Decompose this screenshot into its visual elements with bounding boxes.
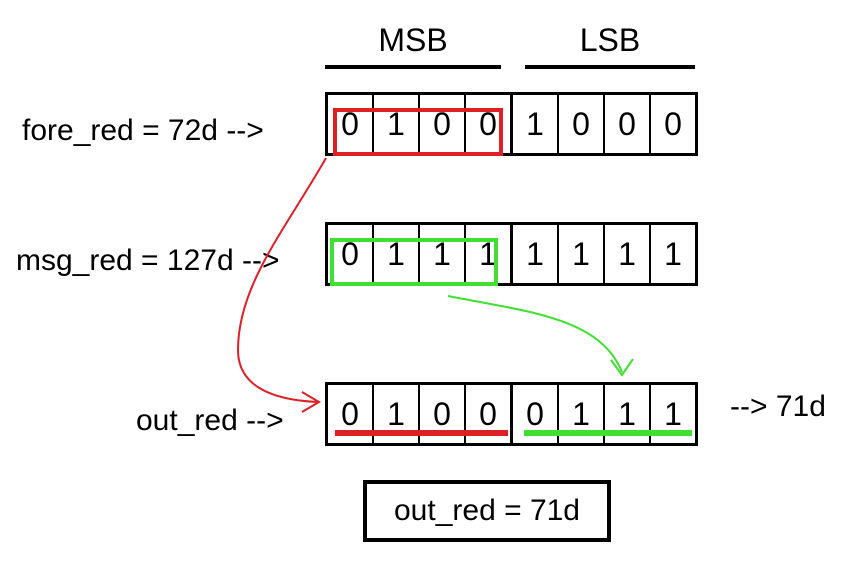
bit-cell: 1 <box>374 225 420 283</box>
lsb-bracket-line <box>525 65 695 69</box>
bit-cell: 1 <box>513 95 559 153</box>
bit-cell: 0 <box>466 385 513 443</box>
msg-red-msb-highlight <box>330 238 498 286</box>
bit-cell: 1 <box>374 385 420 443</box>
bit-cell: 1 <box>513 225 559 283</box>
result-box: out_red = 71d <box>363 480 611 542</box>
bit-cell: 0 <box>559 95 605 153</box>
bit-cell: 0 <box>328 95 374 153</box>
out-red-result-text: --> 71d <box>730 390 826 423</box>
out-red-label: out_red --> <box>136 404 284 437</box>
msg-red-register: 0 1 1 1 1 1 1 1 <box>325 222 698 286</box>
bit-cell: 1 <box>664 395 682 432</box>
bit-cell: 1 <box>466 225 513 283</box>
red-flow-arrow <box>236 157 327 403</box>
red-arrowhead <box>301 391 321 413</box>
bit-cell: 1 <box>374 95 420 153</box>
fore-red-register: 0 1 0 0 1 0 0 0 <box>325 92 698 156</box>
fore-red-msb-highlight <box>333 108 503 156</box>
out-red-register: 0 1 0 0 0 1 1 1 <box>325 382 698 446</box>
bit-cell: 0 <box>328 225 374 283</box>
bit-cell: 1 <box>559 385 605 443</box>
bit-cell: 0 <box>328 385 374 443</box>
out-red-msb-underline <box>335 430 508 436</box>
bit-cell: 1 <box>605 225 651 283</box>
fore-red-label: fore_red = 72d --> <box>22 114 264 147</box>
bit-cell: 0 <box>664 105 682 142</box>
msb-header: MSB <box>378 22 448 58</box>
bit-cell: 1 <box>420 225 466 283</box>
msg-red-label: msg_red = 127d --> <box>16 244 280 277</box>
bit-cell: 1 <box>559 225 605 283</box>
green-flow-arrow <box>447 295 623 373</box>
bit-cell: 0 <box>513 385 559 443</box>
bit-cell: 0 <box>605 95 651 153</box>
bit-cell: 1 <box>664 235 682 272</box>
bit-cell: 0 <box>420 95 466 153</box>
out-red-lsb-underline <box>524 430 692 436</box>
green-arrowhead <box>610 358 634 377</box>
bit-cell: 0 <box>466 95 513 153</box>
lsb-header: LSB <box>579 22 641 58</box>
bit-cell: 1 <box>605 385 651 443</box>
bit-cell: 0 <box>420 385 466 443</box>
msb-bracket-line <box>325 65 501 69</box>
